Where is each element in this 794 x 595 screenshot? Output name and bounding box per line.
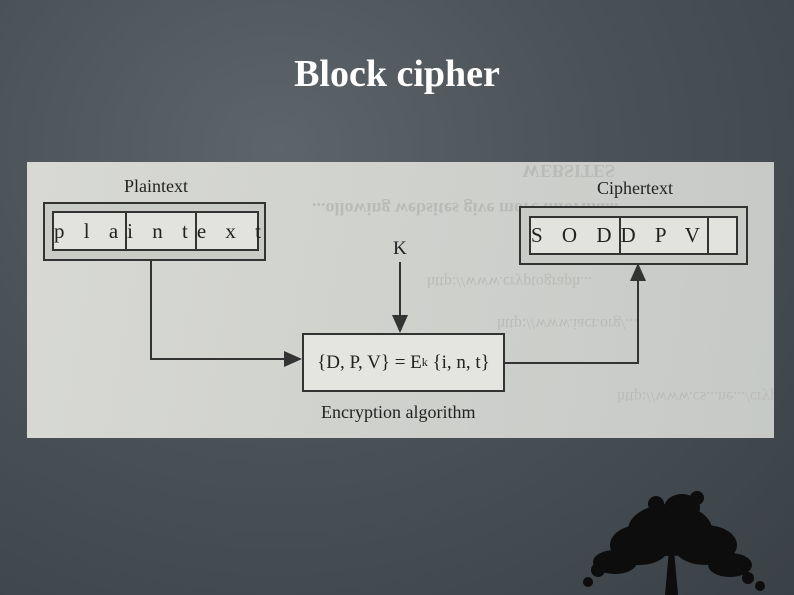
plaintext-to-algorithm-arrow (151, 259, 300, 359)
slide-title: Block cipher (0, 52, 794, 96)
diagram-photo: WEBSITES ...ollowing websites give more … (27, 162, 774, 438)
algorithm-to-ciphertext-arrow (503, 265, 638, 363)
tree-silhouette-icon (570, 490, 770, 595)
arrows (27, 162, 774, 438)
